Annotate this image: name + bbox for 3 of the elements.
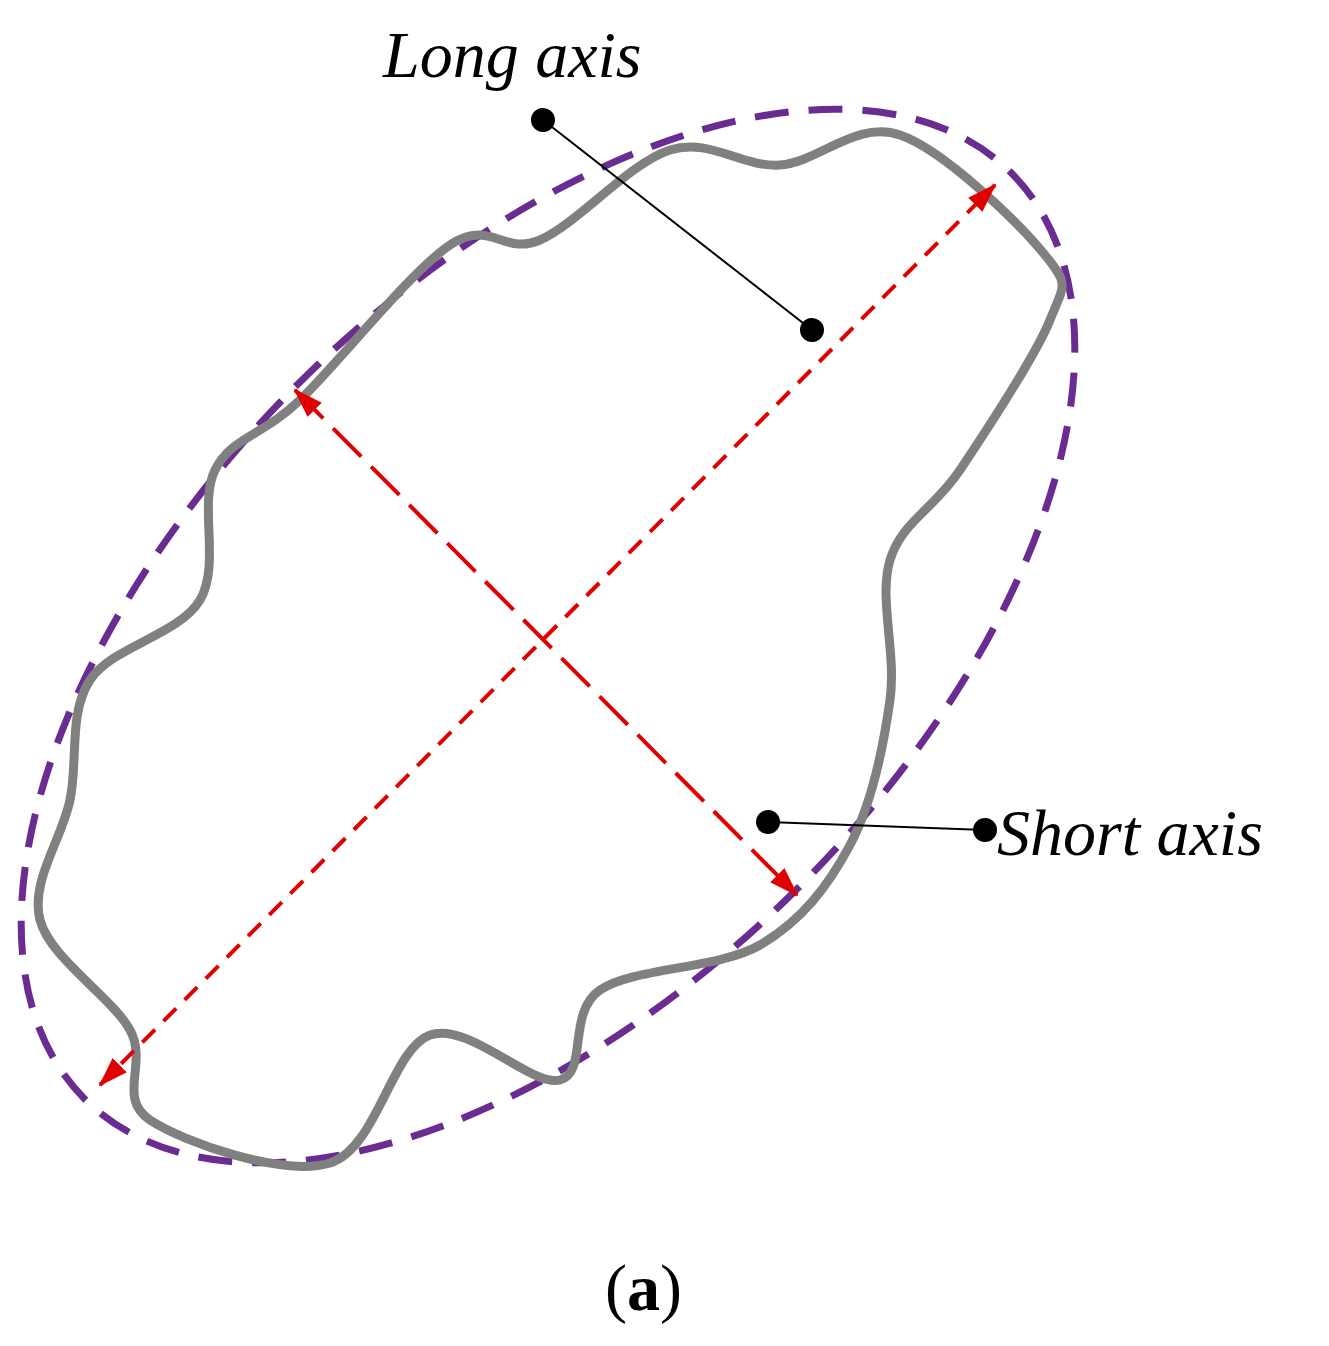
leader-line <box>756 810 997 842</box>
axis-label: Short axis <box>997 800 1263 866</box>
leader-line <box>531 108 824 342</box>
